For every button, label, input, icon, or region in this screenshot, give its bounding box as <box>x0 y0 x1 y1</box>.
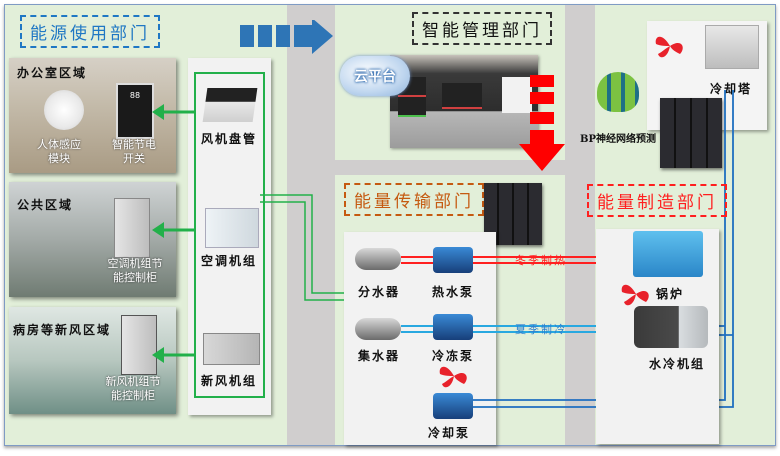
zone-public-title: 公共区域 <box>17 198 74 212</box>
hot-pipe <box>401 262 433 264</box>
air-handling-unit-icon <box>205 208 259 248</box>
summer-cooling-label: 夏季制冷 <box>515 323 567 336</box>
green-supply-arrows <box>152 104 196 363</box>
chilled-pipe <box>401 325 433 327</box>
monitor-screen-icon <box>442 83 482 109</box>
gray-band-left <box>287 5 335 445</box>
management-dept-title: 智能管理部门 <box>412 12 552 45</box>
water-distributor-icon <box>355 248 401 270</box>
fan-coil-label: 风机盘管 <box>200 132 257 146</box>
zone-ward-title: 病房等新风区域 <box>13 323 112 337</box>
hot-pipe <box>401 256 433 258</box>
fan-icon <box>621 284 649 306</box>
boiler-icon <box>633 231 703 277</box>
cooling-water-pump-label: 冷却泵 <box>427 426 470 440</box>
smart-switch-icon: 88 <box>116 83 154 139</box>
gray-band-right <box>565 5 595 445</box>
chilled-water-pump-icon <box>433 314 473 340</box>
cloud-platform-icon: 云平台 <box>340 56 410 96</box>
fan-icon <box>655 36 683 58</box>
fan-icon <box>439 366 467 388</box>
air-handling-unit-label: 空调机组 <box>200 254 257 268</box>
motion-sensor-icon <box>44 90 84 130</box>
chilled-pipe <box>473 331 633 333</box>
fresh-air-unit-label: 新风机组 <box>200 374 257 388</box>
green-pipes <box>260 194 360 301</box>
hot-pipe <box>473 256 633 258</box>
gray-band-horizontal <box>335 160 567 175</box>
bp-neural-network-icon <box>597 72 639 112</box>
zone-office-title: 办公室区域 <box>17 66 88 80</box>
boiler-label: 锅炉 <box>655 287 684 301</box>
zone-office-caption-sensor: 人体感应 模块 <box>37 138 81 165</box>
monitor-screen-icon <box>398 97 426 117</box>
zone-office-photo: 办公室区域 88 人体感应 模块 智能节电 开关 <box>9 58 176 173</box>
cloud-platform-label: 云平台 <box>354 69 396 85</box>
winter-heating-label: 冬季制热 <box>515 254 567 267</box>
zone-public-photo: 公共区域 空调机组节 能控制柜 <box>9 182 176 297</box>
zone-ward-photo: 病房等新风区域 新风机组节 能控制柜 <box>9 307 176 414</box>
flow-arrow-red <box>519 75 565 171</box>
cooling-tower-label: 冷却塔 <box>709 82 752 96</box>
cooling-tower-icon <box>705 25 759 69</box>
monitor-screen-icon <box>502 77 532 113</box>
production-dept-title: 能量制造部门 <box>587 184 727 217</box>
zone-public-caption: 空调机组节 能控制柜 <box>107 257 163 284</box>
terminal-green-loop <box>194 72 265 398</box>
water-chiller-label: 水冷机组 <box>648 357 705 371</box>
hot-water-pump-label: 热水泵 <box>431 285 474 299</box>
water-collector-label: 集水器 <box>357 349 400 363</box>
fan-coil-icon <box>202 88 258 122</box>
bp-neural-network-label: BP神经网络预测 <box>580 134 656 145</box>
server-cabinet-icon <box>660 98 722 168</box>
transmission-dept-title: 能量传输部门 <box>344 183 484 216</box>
flow-arrow-blue <box>240 18 340 66</box>
fresh-air-unit-icon <box>203 333 260 365</box>
chilled-water-pump-label: 冷冻泵 <box>431 349 474 363</box>
hot-pipe <box>473 262 633 264</box>
water-collector-icon <box>355 318 401 340</box>
water-distributor-label: 分水器 <box>357 285 400 299</box>
ahu-control-cabinet-icon <box>114 198 150 258</box>
usage-dept-title: 能源使用部门 <box>20 15 160 48</box>
chilled-pipe <box>401 331 433 333</box>
water-chiller-icon <box>634 306 708 348</box>
cooling-water-pump-icon <box>433 393 473 419</box>
zone-office-caption-switch: 智能节电 开关 <box>112 138 156 165</box>
chilled-pipe <box>473 325 633 327</box>
fresh-air-control-cabinet-icon <box>121 315 157 375</box>
hot-water-pump-icon <box>433 247 473 273</box>
zone-ward-caption: 新风机组节 能控制柜 <box>105 375 161 402</box>
